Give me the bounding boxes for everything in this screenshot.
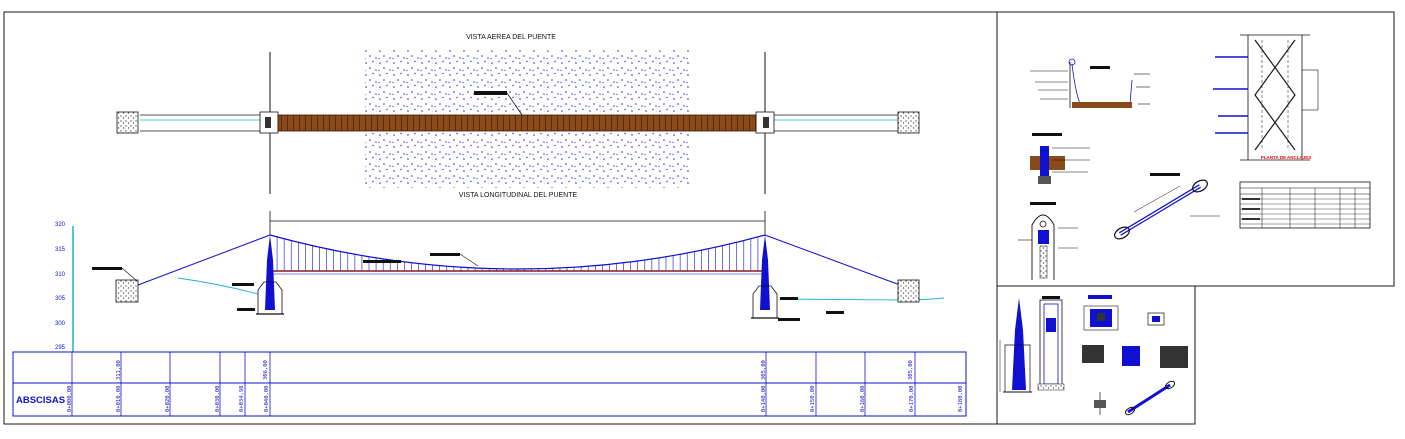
bridge-deck-plan [277, 114, 757, 132]
abscissa-value: 0+040,00 [264, 386, 270, 413]
backstay-left [137, 234, 271, 286]
elevation-value: 305,00 [761, 360, 767, 380]
elevation-value: 311,00 [116, 360, 122, 380]
longitudinal-view-title: VISTA LONGITUDINAL DEL PUENTE [459, 192, 578, 199]
abscissa-row-label: ABSCISAS [16, 395, 65, 406]
anchor-block-right-plan [897, 111, 920, 134]
backstay-right [764, 234, 901, 286]
ground-line-left [177, 277, 259, 295]
abscissa-value: 0+020,00 [165, 386, 171, 413]
elev-tick-295: 295 [55, 345, 66, 351]
ground-line-right [779, 297, 945, 301]
label-tag [363, 260, 401, 263]
tower-left [265, 235, 275, 310]
abscissa-value: 0+030,00 [215, 386, 221, 413]
river-gravel-upper [365, 50, 690, 116]
detail-saddle [1030, 133, 1090, 184]
label-tag [826, 311, 844, 314]
abscissa-value: 0+150,00 [810, 386, 816, 413]
detail-anchor-section [1030, 58, 1150, 108]
abscissa-value: 0+170,00 [909, 386, 915, 413]
elev-tick-310: 310 [55, 272, 66, 278]
label-tag [232, 283, 254, 286]
elevation-value: 305,00 [908, 360, 914, 380]
tower-plan-right-core [763, 117, 769, 128]
abscissa-value: 0+180,00 [958, 386, 964, 413]
elev-tick-305: 305 [55, 296, 66, 302]
main-cable [269, 234, 766, 270]
label-leader [459, 253, 479, 267]
anchor-block-left-elev [115, 279, 139, 303]
detail-frame-top [996, 11, 1395, 287]
anchor-block-right-elev [897, 279, 920, 303]
label-tag [92, 267, 122, 270]
detail-anchorage-plan: PLANTA DE ANCLAJES [1213, 34, 1319, 161]
anchorage-plan-title: PLANTA DE ANCLAJES [1261, 155, 1312, 160]
elevation-value: 306,00 [263, 360, 269, 380]
abscissa-value: 0+010,00 [116, 386, 122, 413]
aerial-view-title: VISTA AEREA DEL PUENTE [466, 34, 556, 41]
callout-deck-leader [506, 92, 523, 116]
elev-tick-320: 320 [55, 222, 66, 228]
detail-bolts [1082, 295, 1188, 416]
label-tag [430, 253, 460, 256]
label-leader [121, 267, 138, 282]
detail-clamp [1018, 202, 1078, 280]
tower-right [760, 235, 770, 310]
tower-plan-left-core [265, 117, 271, 128]
abscissa-value: 0+140,00 [761, 386, 767, 413]
label-tag [780, 297, 798, 300]
abscissa-table [12, 351, 967, 417]
abscissa-value: 0+034,98 [239, 386, 245, 413]
label-tag [237, 308, 255, 311]
detail-turnbuckle [1114, 173, 1220, 240]
abscissa-table-columns [71, 352, 916, 416]
elev-tick-300: 300 [55, 321, 66, 327]
hanger-cables [276, 236, 759, 271]
detail-frame-bottom [996, 285, 1196, 425]
anchor-block-left-plan [116, 111, 139, 134]
river-gravel-lower [365, 132, 690, 188]
detail-tower-section [1037, 296, 1065, 391]
detail-quantities-table [1239, 181, 1371, 229]
abscissa-value: 0+160,00 [860, 386, 866, 413]
elev-tick-315: 315 [55, 247, 66, 253]
detail-tower-elevation [999, 298, 1032, 393]
abscissa-value: 0+000,00 [67, 386, 73, 413]
callout-deck-label [474, 91, 507, 95]
label-tag [778, 318, 800, 321]
